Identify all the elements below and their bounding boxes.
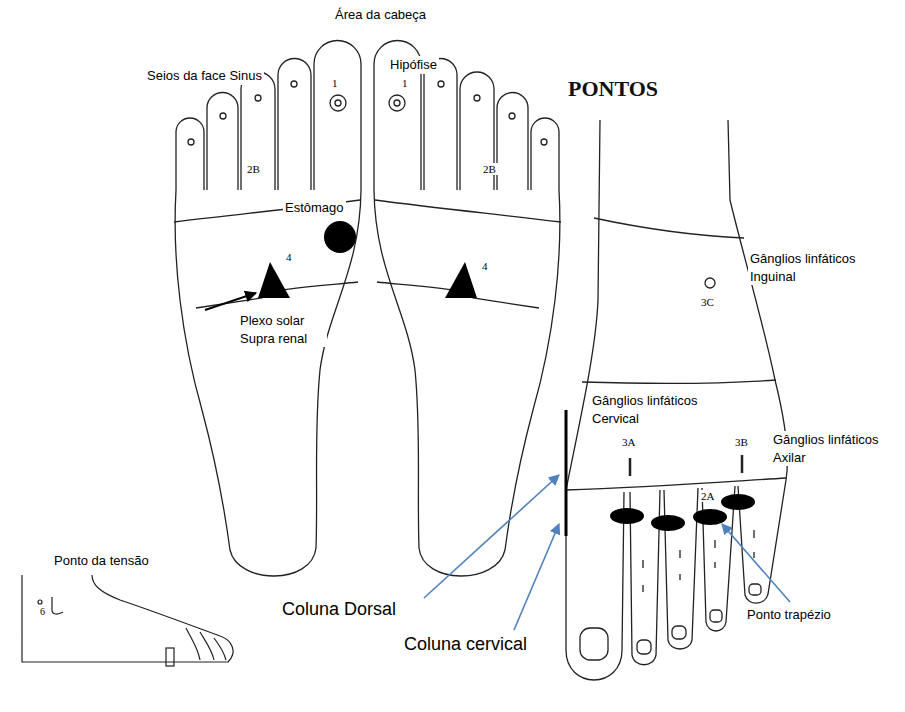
callout-number: 4 — [284, 251, 294, 263]
callout-number: 1 — [330, 77, 340, 89]
point-label: Estômago — [283, 199, 346, 217]
stomach-point — [324, 221, 356, 253]
callout-number: 2B — [481, 163, 498, 175]
point-label: Gânglios linfáticos Inguinal — [748, 250, 877, 285]
left-sole — [174, 40, 361, 576]
callout-number: 4 — [480, 260, 490, 272]
callout-number: 3A — [620, 436, 637, 448]
trapezius-points — [610, 494, 755, 531]
point-label: Área da cabeça — [333, 6, 428, 24]
blue-leaders — [424, 475, 790, 630]
callout-number: 2A — [699, 490, 716, 502]
point-label: Ponto da tensão — [52, 552, 151, 570]
plexus-leader — [205, 293, 256, 310]
point-label: Plexo solar Supra renal — [238, 312, 327, 347]
point-label: Gânglios linfáticos Cervical — [590, 392, 719, 427]
callout-number: 2B — [245, 163, 262, 175]
spine-line — [565, 410, 568, 536]
point-label: Hipófise — [388, 56, 439, 74]
lymph-marks — [630, 455, 742, 476]
side-foot — [22, 575, 233, 666]
callout-number: 1 — [400, 77, 410, 89]
callout-number: 3B — [733, 436, 750, 448]
dorsal-foot — [566, 120, 787, 680]
point-label: Ponto trapézio — [745, 606, 833, 624]
point-label: Coluna cervical — [402, 632, 529, 656]
page-title: PONTOS — [566, 76, 660, 102]
right-sole — [374, 40, 561, 576]
point-label: Seios da face Sinus — [145, 67, 264, 85]
callout-number: 3C — [699, 296, 716, 308]
point-label: Coluna Dorsal — [280, 597, 398, 621]
point-label: Gânglios linfáticos Axilar — [771, 431, 900, 466]
callout-number: 6 — [38, 606, 47, 617]
